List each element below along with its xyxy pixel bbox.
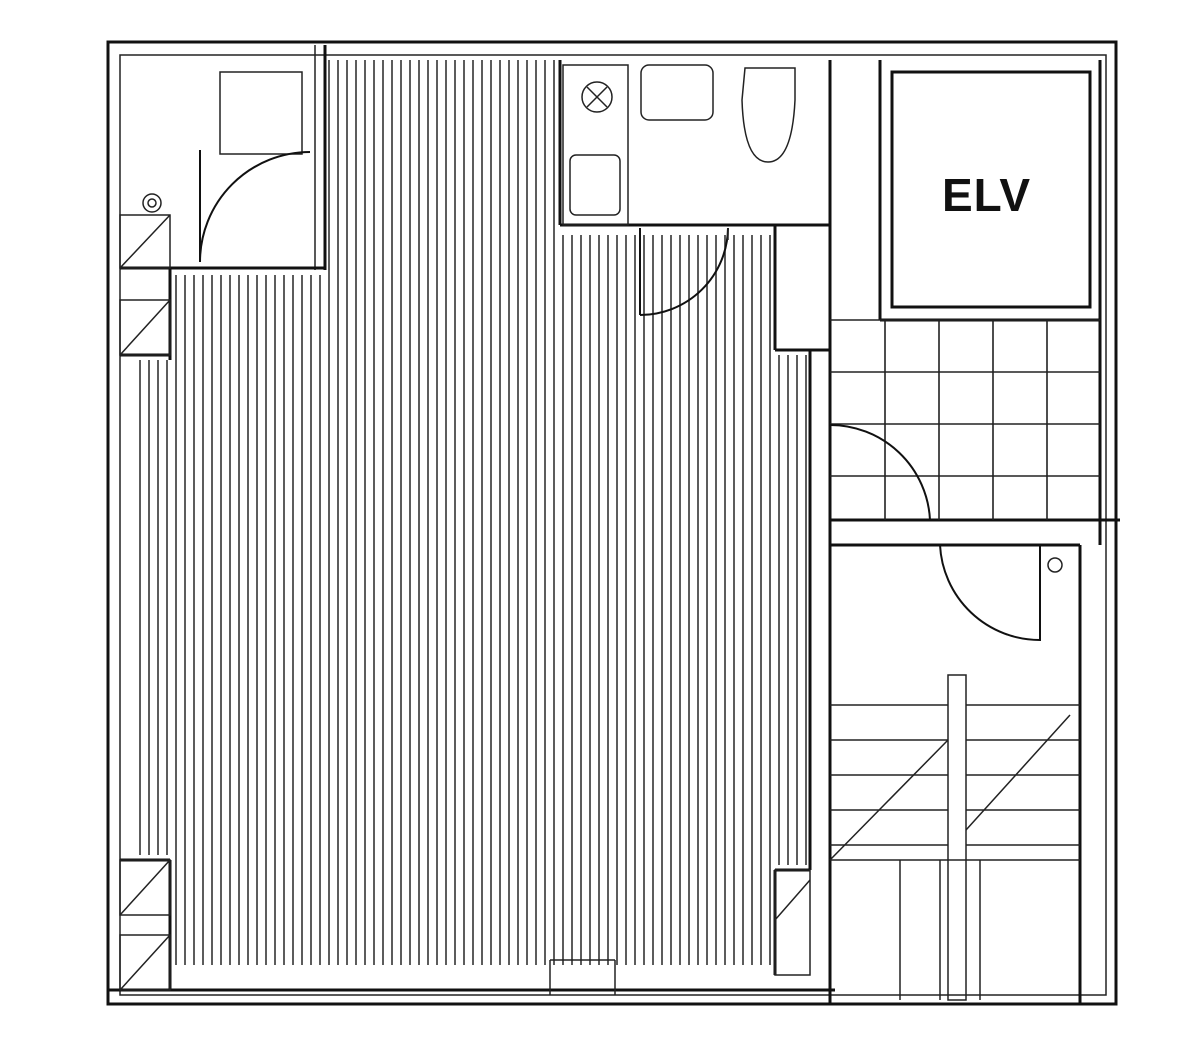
wet-area [562,64,796,316]
elevator-shaft [890,70,1092,309]
staircase [829,674,1080,1001]
closet-room [142,71,311,263]
hall-door [829,423,1063,642]
hall-tiles [830,319,1100,520]
elevator-label: ELV [942,169,1032,221]
pillars [119,214,811,991]
floor-hatching [139,60,807,965]
outer-walls [106,40,1118,1006]
